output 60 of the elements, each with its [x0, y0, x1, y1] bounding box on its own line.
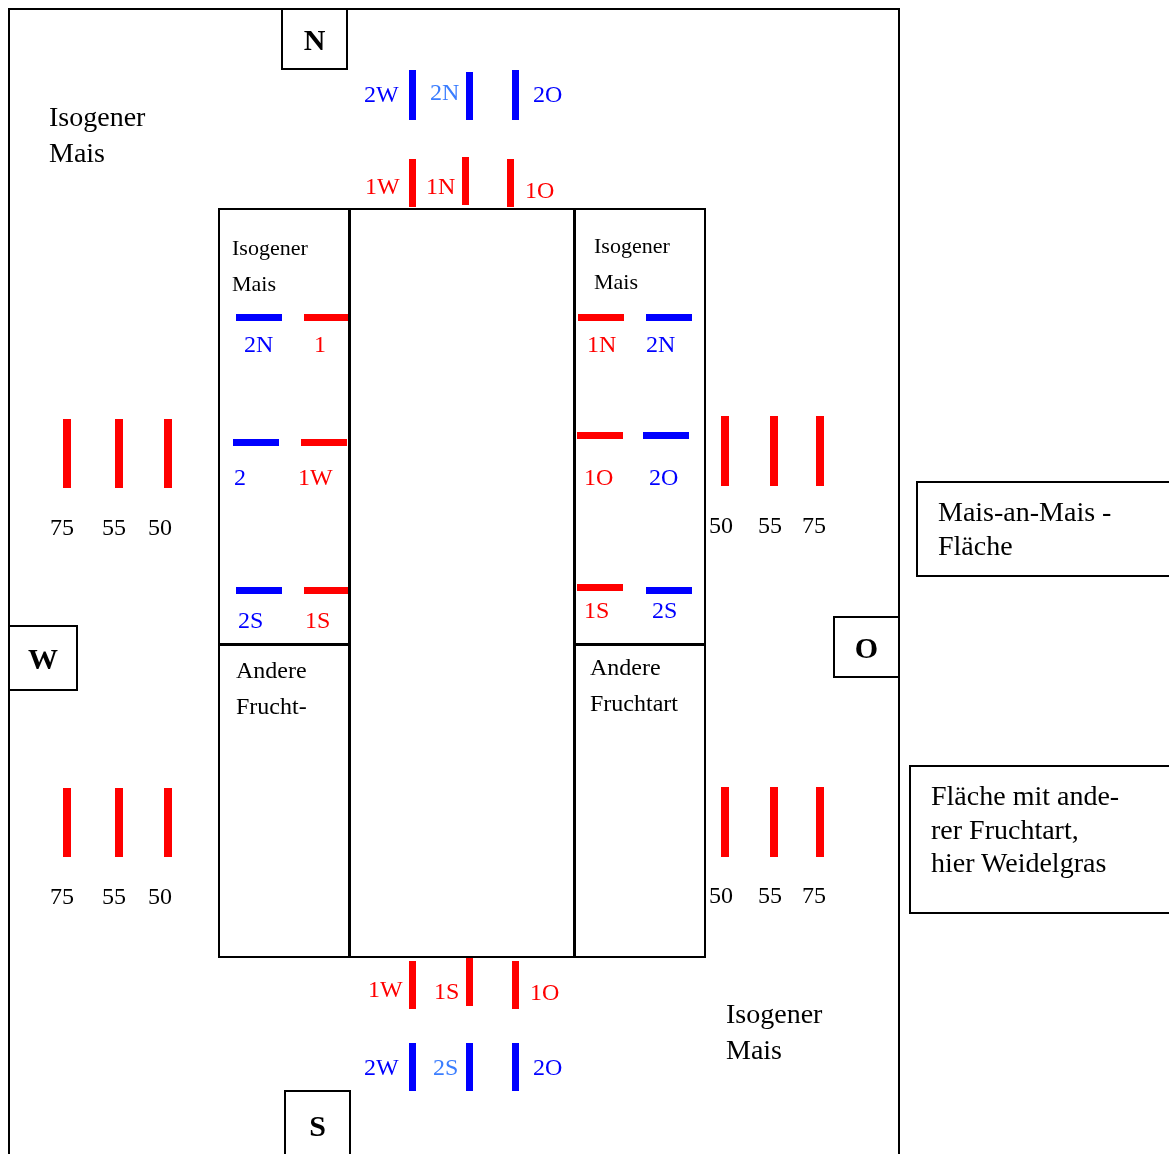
area-label: Isogener Mais [232, 234, 309, 299]
legend-text: Fläche mit ande- rer Fruchtart, hier Weidelgras [931, 779, 1121, 880]
distance-label: 75 [50, 515, 74, 539]
trap-label: 1W [365, 174, 400, 198]
trap-label: 2O [533, 82, 563, 106]
compass-letter: S [308, 1107, 327, 1144]
trap-label: 1O [530, 980, 560, 1004]
plot-area [218, 208, 350, 645]
plot-area [349, 208, 575, 958]
trap-label: 2S [433, 1055, 459, 1079]
trap-label: 1O [584, 465, 614, 489]
trap-label: 1W [298, 465, 333, 489]
trap-label: 1W [368, 977, 403, 1001]
distance-label: 50 [148, 884, 172, 908]
trap-label: 1S [434, 979, 460, 1003]
trap-label: 1S [584, 598, 610, 622]
legend-text: Mais-an-Mais - Fläche [938, 495, 1113, 563]
trap-label: 2N [646, 332, 676, 356]
direction-box [833, 616, 900, 678]
area-label: Isogener Mais [594, 232, 671, 297]
distance-label: 75 [50, 884, 74, 908]
compass-letter: N [302, 21, 327, 58]
direction-box [284, 1090, 351, 1154]
trap-label: 1S [305, 608, 331, 632]
trap-label: 2W [364, 1055, 399, 1079]
area-label: Andere Frucht- [236, 656, 308, 721]
trap-label: 2O [533, 1055, 563, 1079]
field-area [8, 8, 900, 1154]
distance-label: 75 [802, 513, 826, 537]
trap-label: 2N [430, 80, 460, 104]
compass-letter: W [27, 640, 59, 677]
distance-label: 50 [709, 883, 733, 907]
area-label: Isogener Mais [726, 997, 824, 1068]
distance-label: 55 [758, 513, 782, 537]
legend-box [909, 765, 1169, 914]
trap-label: 1O [525, 178, 555, 202]
direction-box [8, 625, 78, 691]
area-label: Isogener Mais [49, 100, 147, 171]
compass-letter: O [853, 629, 880, 666]
plot-area [574, 208, 706, 645]
trap-label: 2O [649, 465, 679, 489]
distance-label: 55 [758, 883, 782, 907]
trap-label: 1N [587, 332, 617, 356]
trap-label: 1N [426, 174, 456, 198]
distance-label: 55 [102, 515, 126, 539]
direction-box [281, 8, 348, 70]
distance-label: 55 [102, 884, 126, 908]
trap-label: 2N [244, 332, 274, 356]
trap-label: 2S [238, 608, 264, 632]
trap-label: 2W [364, 82, 399, 106]
legend-box [916, 481, 1169, 577]
distance-label: 75 [802, 883, 826, 907]
plot-area [574, 644, 706, 958]
distance-label: 1 [314, 332, 326, 356]
distance-label: 50 [148, 515, 172, 539]
distance-label: 50 [709, 513, 733, 537]
plot-area [218, 644, 350, 958]
area-label: Andere Fruchtart [590, 653, 679, 718]
trap-label: 2S [652, 598, 678, 622]
distance-label: 2 [234, 465, 246, 489]
